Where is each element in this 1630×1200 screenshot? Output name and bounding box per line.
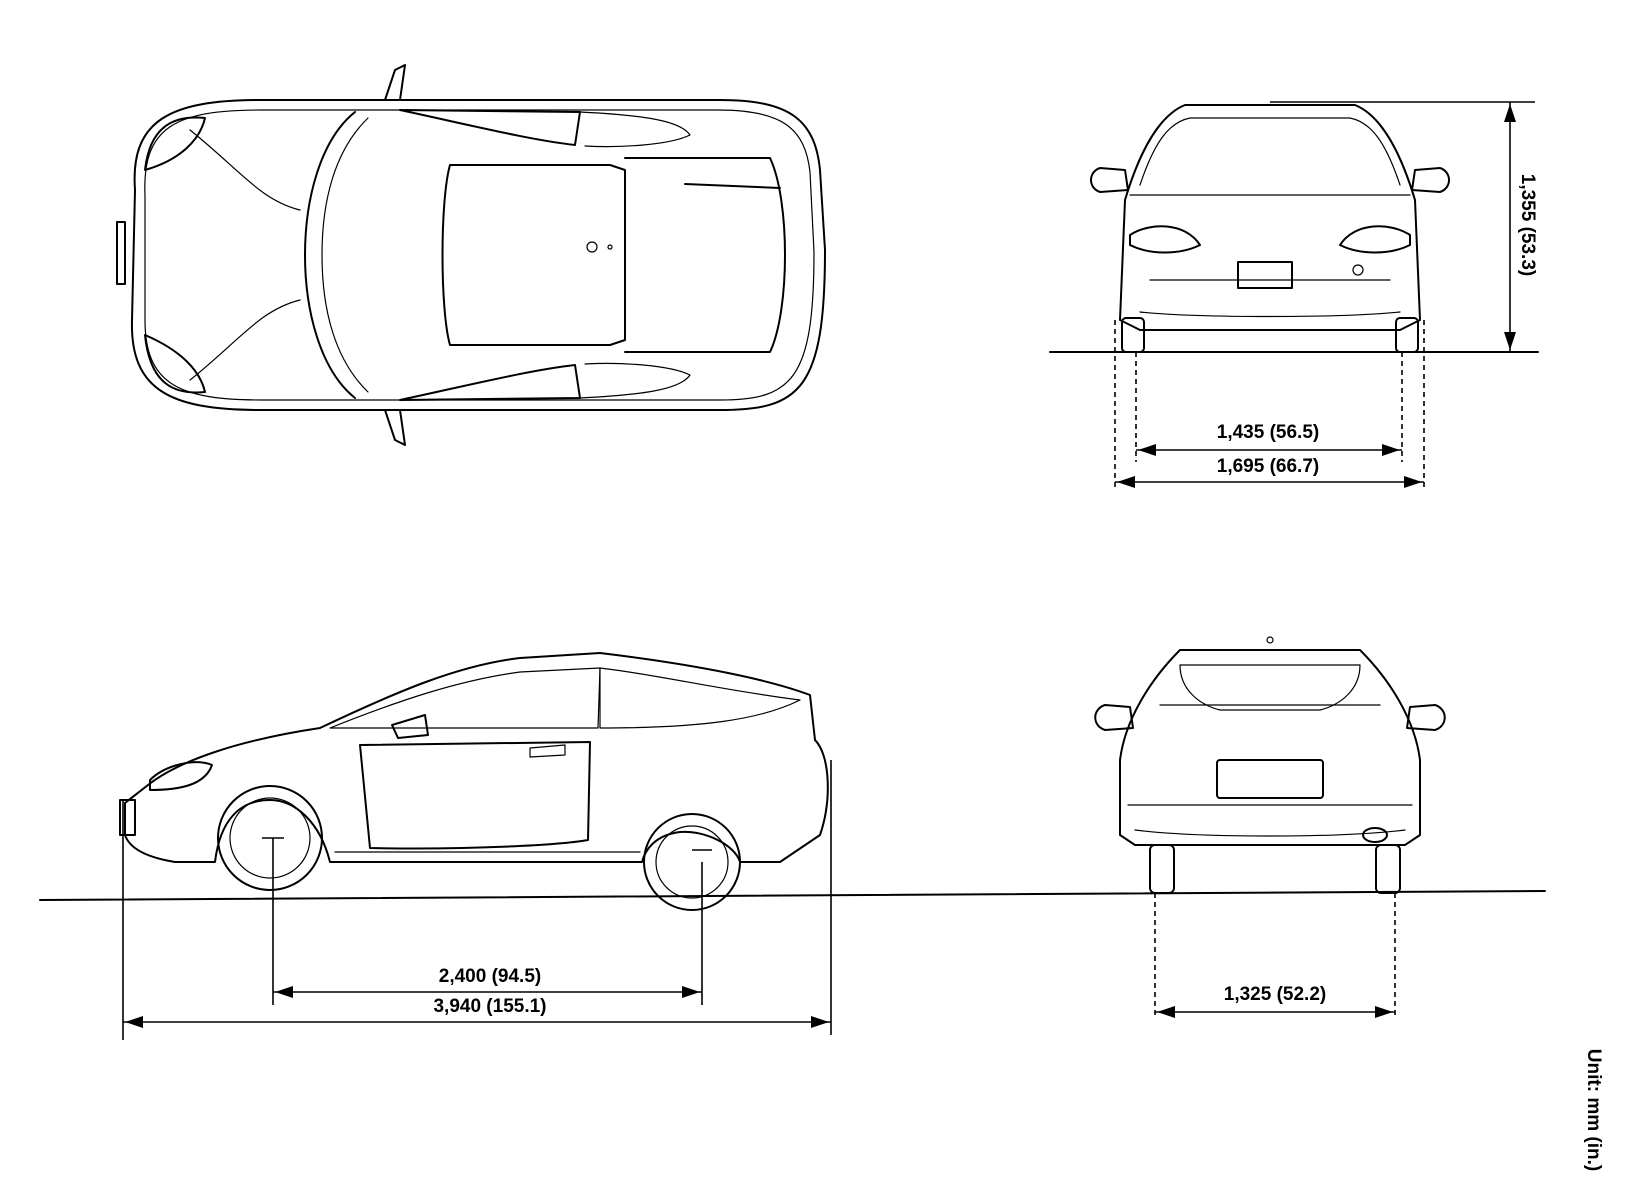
wheelbase-label: 2,400 (94.5): [439, 966, 541, 987]
overall-width-label: 1,695 (66.7): [1217, 456, 1319, 477]
side-view: [39, 652, 1546, 911]
front-view: [1049, 104, 1539, 353]
unit-note: Unit: mm (in.): [1583, 1049, 1604, 1171]
dimension-lines: [122, 101, 1535, 1040]
rear-track-label: 1,325 (52.2): [1224, 984, 1326, 1005]
rear-view: [1094, 636, 1446, 894]
height-label: 1,355 (53.3): [1517, 174, 1538, 276]
front-track-label: 1,435 (56.5): [1217, 422, 1319, 443]
top-view: [116, 64, 826, 446]
overall-length-label: 3,940 (155.1): [433, 996, 546, 1017]
